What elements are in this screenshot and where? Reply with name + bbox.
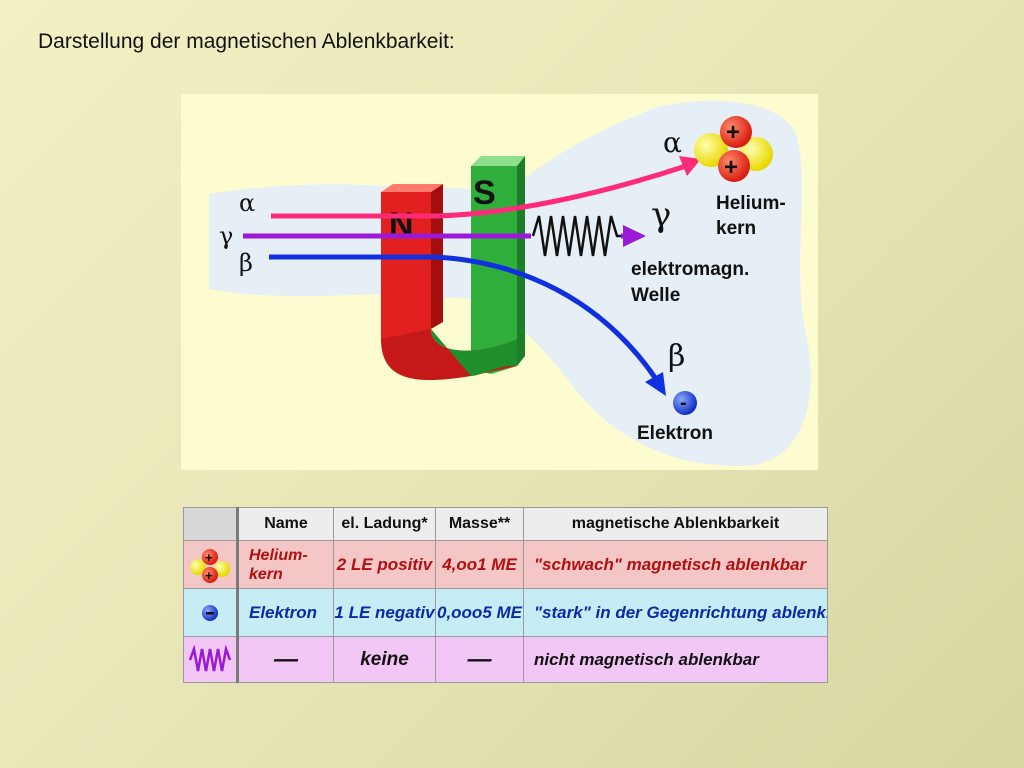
- helium-mass: 4,oo1 ME: [435, 540, 524, 589]
- row-icon-cell: [183, 636, 238, 683]
- helium-nucleus-icon: + +: [694, 116, 773, 182]
- magnet-north-arm: [381, 184, 443, 339]
- gamma-arrowhead: [623, 225, 646, 247]
- electron-icon: [202, 604, 218, 621]
- electron-label: Elektron: [637, 423, 713, 444]
- svg-text:+: +: [205, 568, 213, 583]
- header-deflection: magnetische Ablenkbarkeit: [523, 507, 828, 541]
- beta-label-right: β: [668, 339, 685, 374]
- helium-label: Helium-: [716, 193, 786, 214]
- helium-charge: 2 LE positiv: [333, 540, 436, 589]
- svg-text:+: +: [726, 119, 740, 146]
- helium-name-line1: Helium-: [249, 546, 308, 564]
- table-header-row: Name el. Ladung* Masse** magnetische Abl…: [183, 507, 828, 541]
- alpha-beam: [271, 163, 687, 219]
- helium-name-cell: Helium- kern: [236, 540, 334, 589]
- gamma-mass: —: [435, 636, 524, 683]
- electron-charge: 1 LE negativ: [333, 588, 436, 637]
- electron-deflection: "stark" in der Gegenrichtung ablenkbar: [523, 588, 828, 637]
- svg-text:+: +: [205, 550, 213, 565]
- header-mass: Masse**: [435, 507, 524, 541]
- particle-properties-table: Name el. Ladung* Masse** magnetische Abl…: [183, 507, 828, 683]
- gamma-wave: [531, 215, 621, 257]
- row-icon-cell: + +: [183, 540, 238, 589]
- magnet-south-label: S: [473, 174, 496, 212]
- alpha-label-right: α: [663, 126, 682, 159]
- gamma-label-left: γ: [219, 222, 233, 250]
- electron-name: Elektron: [236, 588, 334, 637]
- helium-deflection: "schwach" magnetisch ablenkbar: [523, 540, 828, 589]
- beta-label-left: β: [239, 249, 253, 277]
- slide-title: Darstellung der magnetischen Ablenkbarke…: [38, 30, 455, 53]
- wave-label: elektromagn.: [631, 259, 749, 280]
- deflection-diagram: N S α γ β α γ β + + Helium- kern: [181, 94, 818, 470]
- electron-mass: 0,ooo5 ME: [435, 588, 524, 637]
- beta-beam: [269, 254, 659, 381]
- helium-name-line2: kern: [249, 565, 283, 583]
- svg-text:+: +: [724, 154, 738, 181]
- helium-nucleus-icon: + +: [190, 548, 230, 583]
- svg-text:-: -: [680, 392, 687, 414]
- beta-arrowhead: [645, 372, 666, 396]
- alpha-arrowhead: [679, 156, 701, 176]
- helium-label-line2: kern: [716, 218, 756, 239]
- header-name: Name: [236, 507, 334, 541]
- wave-icon: [188, 644, 232, 671]
- table-row: — keine — nicht magnetisch ablenkbar: [183, 636, 828, 683]
- gamma-label-right: γ: [651, 195, 671, 235]
- alpha-label-left: α: [239, 189, 255, 217]
- table-row: Elektron 1 LE negativ 0,ooo5 ME "stark" …: [183, 588, 828, 637]
- header-charge: el. Ladung*: [333, 507, 436, 541]
- gamma-charge: keine: [333, 636, 436, 683]
- gamma-deflection: nicht magnetisch ablenkbar: [523, 636, 828, 683]
- wave-label-line2: Welle: [631, 285, 680, 306]
- table-row: + + Helium- kern 2 LE positiv 4,oo1 ME "…: [183, 540, 828, 589]
- row-icon-cell: [183, 588, 238, 637]
- gamma-name: —: [236, 636, 334, 683]
- header-icon-cell: [183, 507, 238, 541]
- electron-icon: -: [673, 391, 697, 415]
